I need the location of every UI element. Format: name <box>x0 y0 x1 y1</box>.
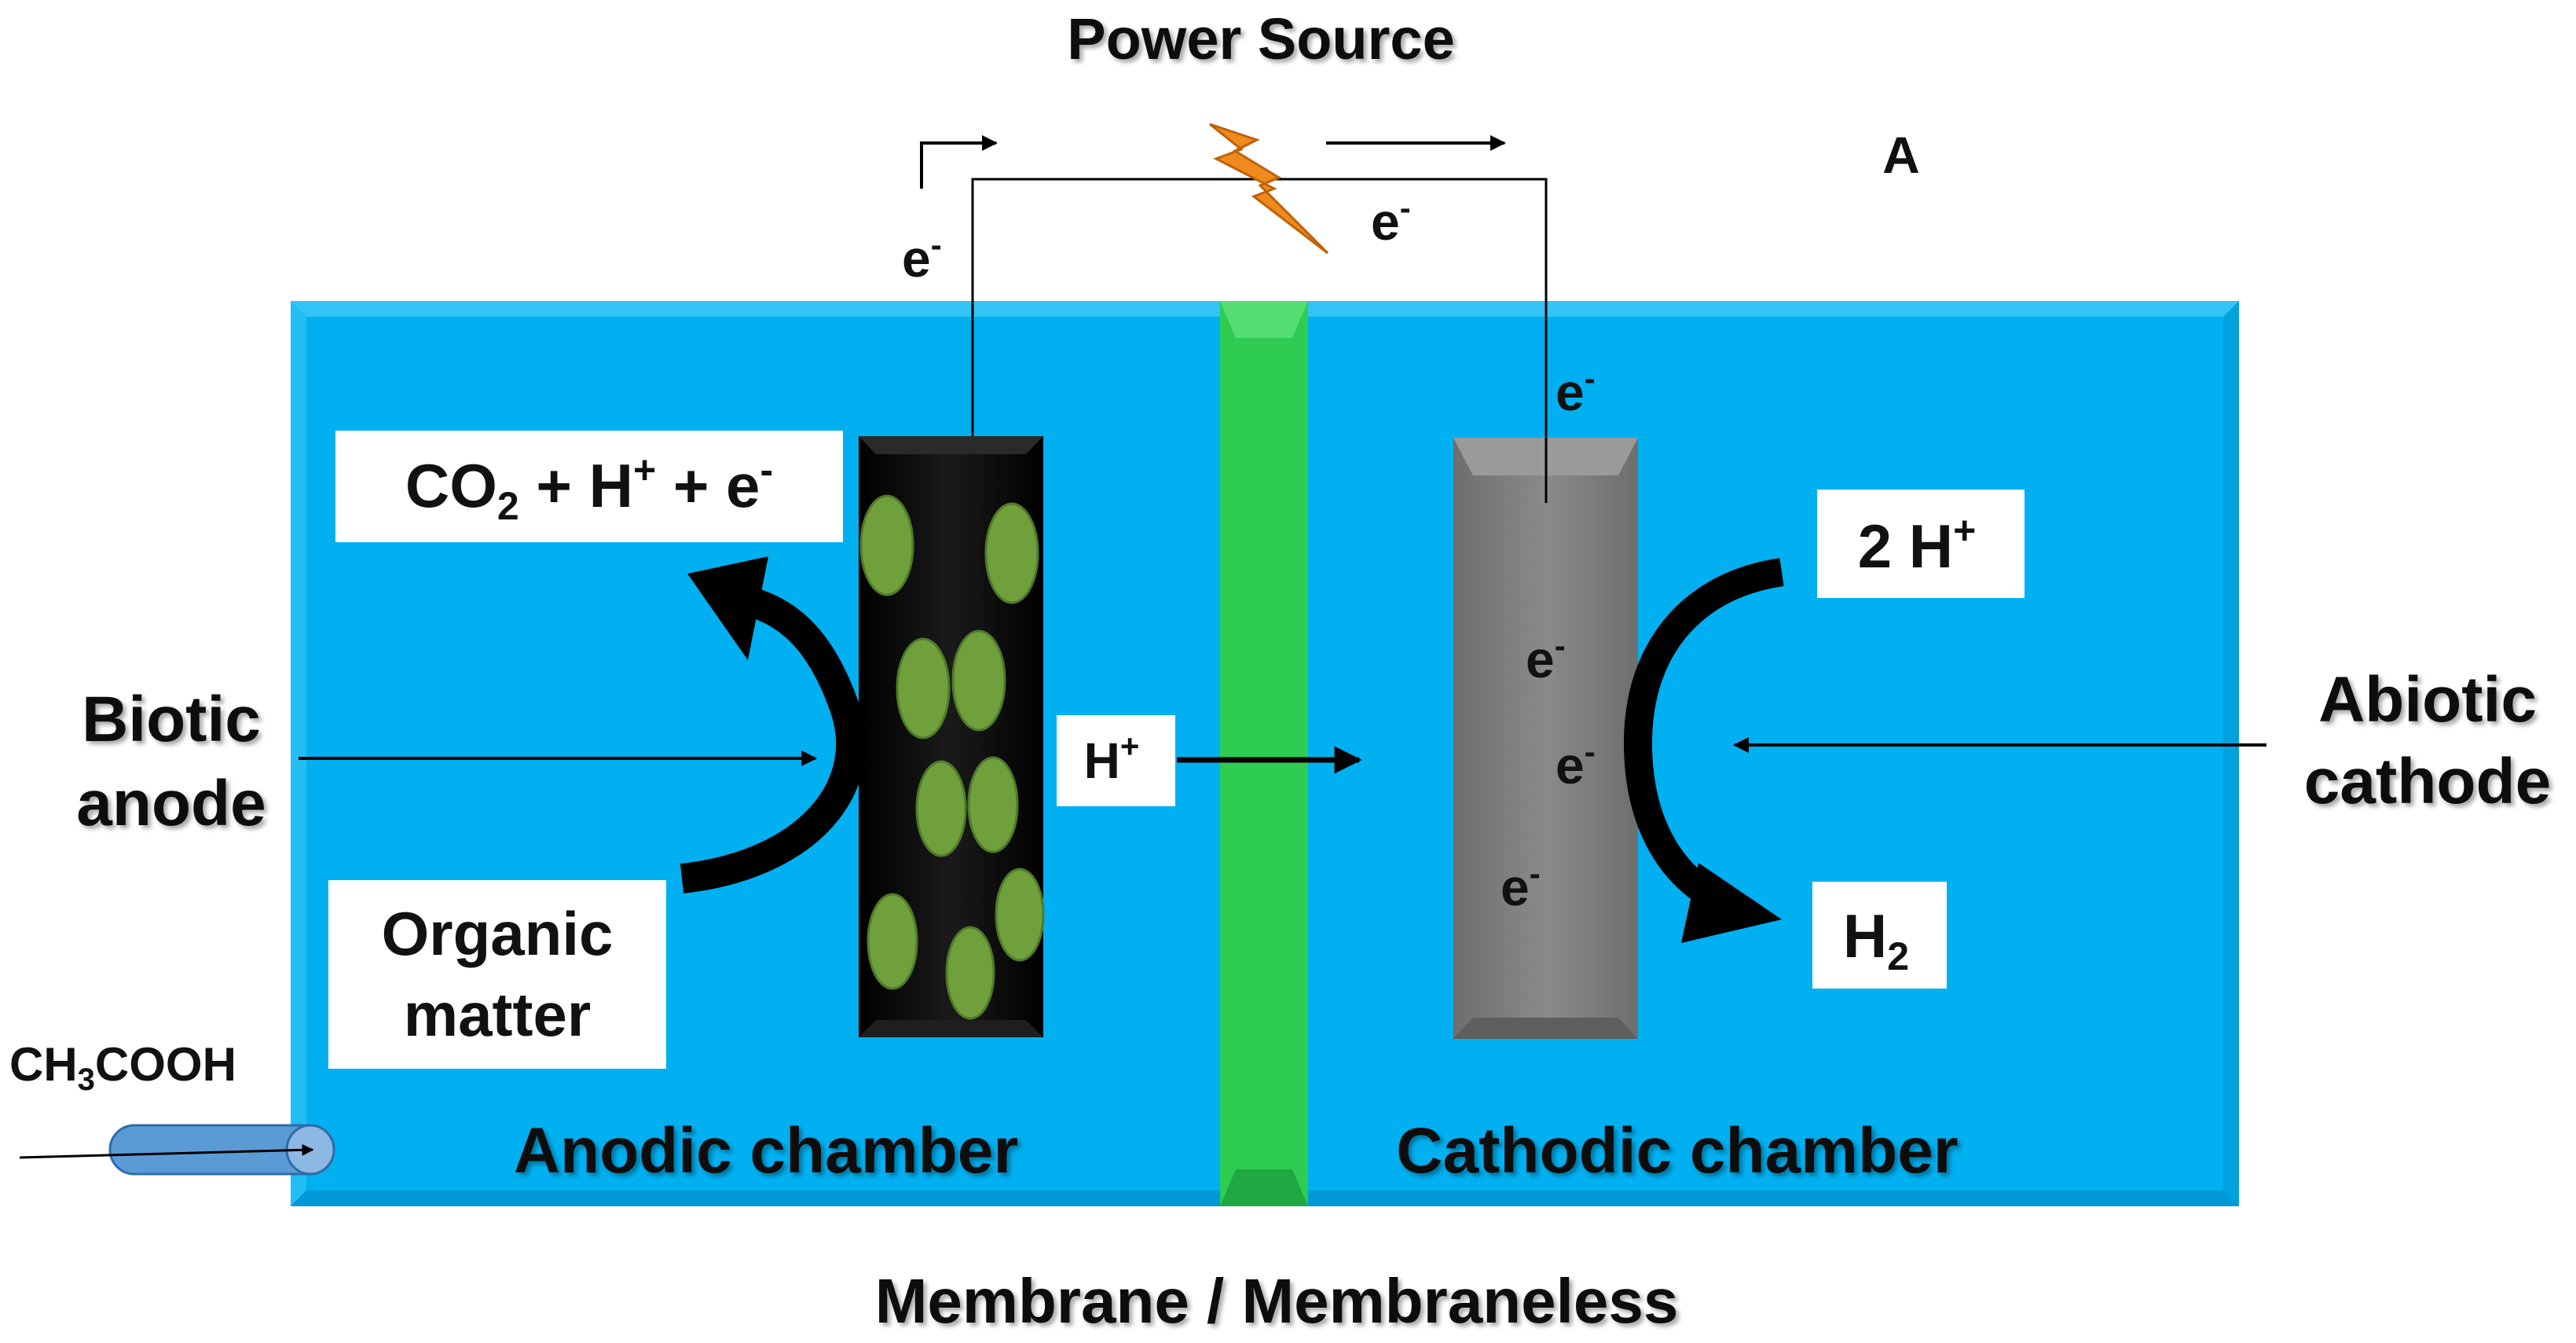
bacteria-biofilm <box>859 494 1045 1020</box>
biotic-anode-label-line2: anode <box>76 768 266 839</box>
cathode-reaction-arrow <box>1623 558 1784 943</box>
electron-flow-arrows <box>920 135 1506 189</box>
electron-label-circuit-left: e- <box>902 226 942 288</box>
electron-flow-arrow-left <box>920 135 998 189</box>
hydrogen-box <box>1812 882 1947 989</box>
organic-matter-line2: matter <box>404 980 591 1049</box>
feed-substrate-formula: CH3COOH <box>9 1038 236 1097</box>
two-protons-label: 2 H+ <box>1858 508 1977 581</box>
bacterium <box>945 926 995 1020</box>
anode-reaction-arrow <box>680 556 867 893</box>
bacterium <box>984 502 1039 604</box>
anodic-chamber-label: Anodic chamber <box>514 1115 1018 1187</box>
bacterium <box>867 893 918 990</box>
anode-product-formula: CO2 + H+ + e- <box>405 448 773 528</box>
proton-label: H+ <box>1084 728 1140 789</box>
abiotic-cathode-label-line1: Abiotic <box>2318 664 2537 736</box>
abiotic-cathode-label-line2: cathode <box>2304 746 2551 817</box>
feed-pipe <box>19 1124 335 1176</box>
organic-matter-line1: Organic <box>382 899 614 968</box>
electron-label-cathode-1: e- <box>1526 627 1566 688</box>
panel-label: A <box>1882 126 1920 184</box>
biotic-anode-label-line1: Biotic <box>82 684 261 755</box>
organic-matter-box <box>328 880 666 1069</box>
bacterium <box>995 868 1045 962</box>
cathodic-chamber-label: Cathodic chamber <box>1396 1115 1958 1187</box>
bacterium <box>967 756 1019 853</box>
proton-box <box>1057 715 1175 806</box>
tank-bevel-left <box>291 301 306 1206</box>
bacterium <box>951 629 1006 732</box>
electron-label-cathode-2: e- <box>1555 733 1596 794</box>
co2-product-box <box>335 431 843 542</box>
membrane-caption: Membrane / Membraneless <box>875 1266 1679 1336</box>
title-power-source: Power Source <box>1067 6 1455 72</box>
cathode-electrode <box>1453 438 1638 1039</box>
bacterium <box>915 760 967 857</box>
hydrogen-label: H2 <box>1843 901 1909 978</box>
electron-label-circuit-right: e- <box>1371 189 1411 251</box>
bacterium <box>859 494 914 596</box>
electron-label-cathode-3: e- <box>1501 855 1541 916</box>
membrane <box>1220 301 1308 1206</box>
two-protons-box <box>1817 490 2025 598</box>
electron-label-cathode-top: e- <box>1555 360 1596 421</box>
bacterium <box>896 637 951 739</box>
lightning-bolt-icon <box>1209 123 1329 255</box>
tank-bevel-right <box>2223 301 2239 1206</box>
